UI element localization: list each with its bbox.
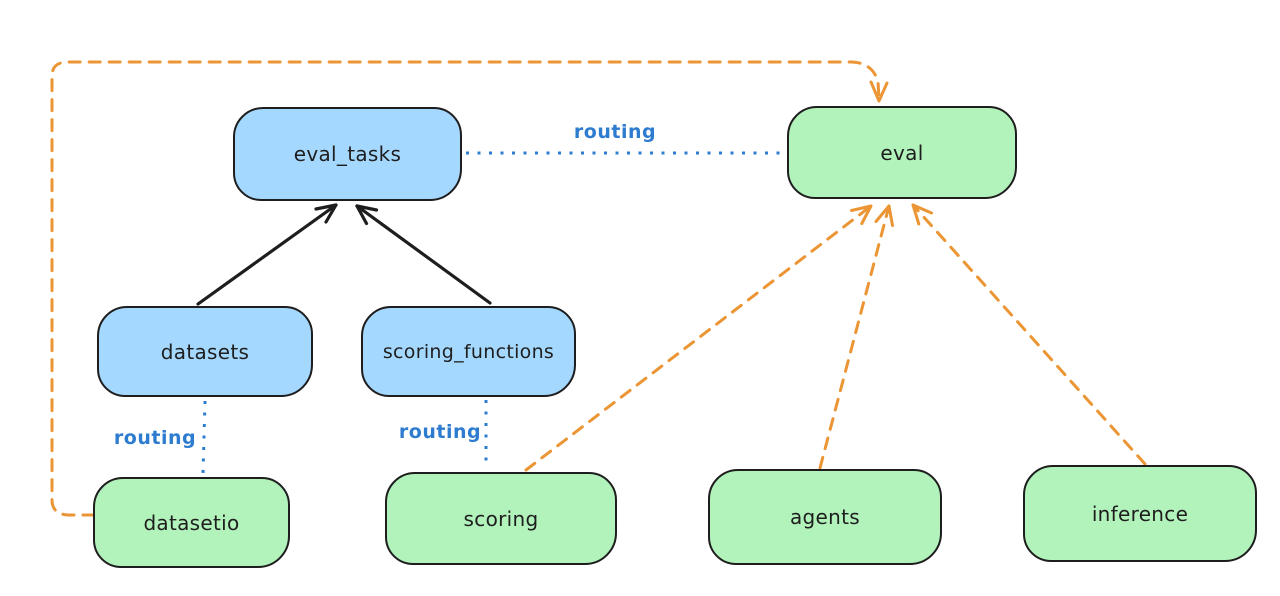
- edge-agents-to-eval: [818, 204, 891, 470]
- node-scoring-functions-label: scoring_functions: [382, 340, 555, 363]
- node-eval-label: eval: [880, 140, 924, 165]
- arrowhead-datasetio-to-eval: [869, 80, 889, 103]
- node-datasets-label: datasets: [160, 339, 250, 364]
- node-inference: inference: [1023, 465, 1257, 562]
- edge-scoring-to-eval: [524, 204, 873, 472]
- node-scoring: scoring: [385, 472, 617, 565]
- edge-datasets-to-eval-tasks: [196, 203, 338, 306]
- node-scoring-label: scoring: [463, 506, 539, 531]
- node-datasetio-label: datasetio: [143, 510, 240, 535]
- arrowhead-datasets-to-eval-tasks: [314, 203, 338, 224]
- node-inference-label: inference: [1091, 501, 1189, 526]
- arrowhead-agents-to-eval: [874, 204, 894, 227]
- node-datasets: datasets: [97, 306, 313, 397]
- edge-inference-to-eval: [911, 203, 1147, 466]
- node-datasetio: datasetio: [93, 477, 290, 568]
- arrowhead-scoring-to-eval: [850, 204, 873, 225]
- routing-label-eval-tasks-eval: routing: [573, 121, 657, 143]
- arrowhead-inference-to-eval: [911, 203, 933, 226]
- arrowhead-scoring-functions-to-eval-tasks: [355, 204, 379, 226]
- node-agents: agents: [708, 469, 942, 565]
- edge-scoring-functions-to-eval-tasks: [355, 204, 492, 305]
- node-agents-label: agents: [790, 505, 860, 529]
- node-eval-tasks-label: eval_tasks: [293, 142, 402, 166]
- routing-label-scoring-functions-scoring: routing: [398, 421, 482, 443]
- edge-datasets-to-datasetio-routing: [201, 400, 207, 475]
- edge-datasetio-to-eval: [50, 60, 881, 517]
- node-eval-tasks: eval_tasks: [233, 107, 462, 201]
- node-scoring-functions: scoring_functions: [361, 306, 576, 397]
- node-eval: eval: [787, 106, 1017, 199]
- routing-label-datasets-datasetio: routing: [113, 427, 197, 449]
